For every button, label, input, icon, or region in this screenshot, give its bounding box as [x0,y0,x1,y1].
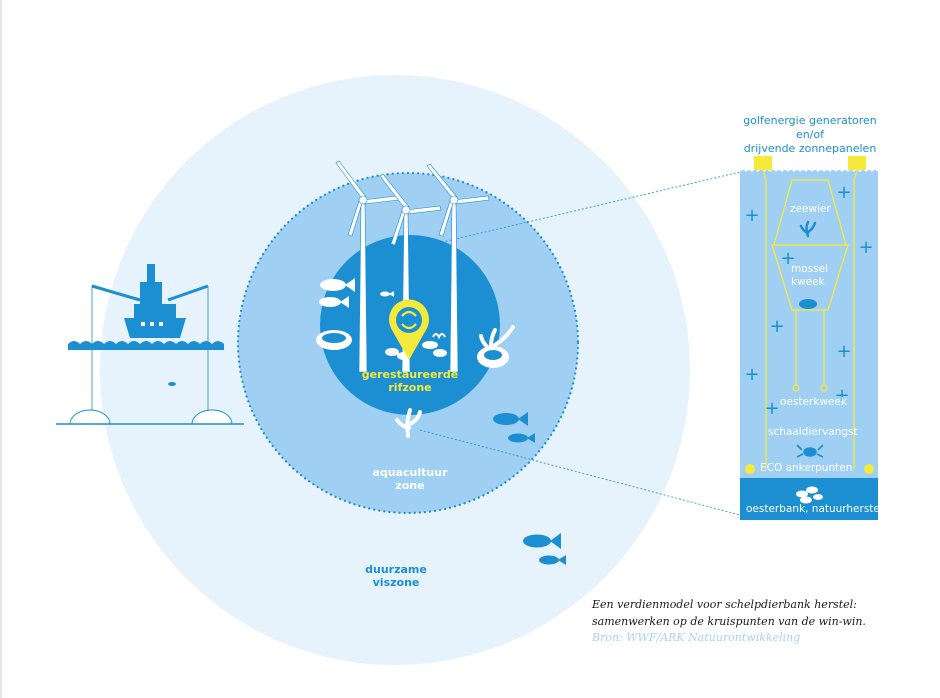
oyster-farm-label: oesterkweek [780,396,847,408]
svg-text:+: + [858,237,873,258]
fish-icon [493,412,528,426]
aquaculture-zone-dotted-border [236,171,580,515]
svg-text:+: + [834,385,849,406]
fishing-zone-label-line1: duurzame [365,563,427,576]
connector-line-bottom [419,429,741,516]
oyster-bank-label: oesterbank, natuurherstel [746,503,883,515]
mussel-icon [799,299,817,309]
svg-text:+: + [744,364,759,385]
oyster-cluster-icon [385,333,447,360]
panel-title: golfenergie generatoren en/of drijvende … [740,114,880,155]
caption-line2: samenwerken op de kruispunten van de win… [592,614,866,628]
coral-icon [395,408,422,438]
reef-zone-label: gerestaureerde rifzone [360,368,460,394]
aquaculture-detail-panel: + + + + + + + + + [740,156,878,520]
mussel-label-line2: kweek [791,275,825,288]
seaweed-label: zeewier [790,203,831,215]
aquaculture-zone-label-line2: zone [395,479,425,493]
seaweed-icon [799,220,817,238]
fish-icon [539,555,566,565]
panel-title-line2: en/of [795,127,825,141]
svg-text:+: + [764,398,779,419]
ship-icon [56,264,244,425]
mussel-icon [316,330,352,350]
mussel-label: mossel kweek [791,263,828,288]
location-pin-icon [389,299,429,360]
caption: Een verdienmodel voor schelpdierbank her… [592,597,866,647]
svg-text:+: + [836,341,851,362]
panel-title-line1: golfenergie generatoren [743,114,877,127]
crab-icon [796,444,824,458]
fish-icon [319,296,349,308]
mussel-icon [477,346,509,368]
connector-line-top [429,171,741,246]
fishing-zone-label: duurzame viszone [346,563,446,589]
eco-anchor-label: ECO ankerpunten [760,462,853,474]
fishing-zone-label-line2: viszone [372,576,420,590]
aquaculture-zone-label-line1: aquacultuur [372,466,448,479]
svg-text:+: + [744,205,759,226]
reef-zone-label-line1: gerestaureerde [361,368,459,381]
wind-turbine-icon [426,163,490,373]
fish-icon [508,433,535,443]
oyster-cluster-icon [796,486,823,504]
fish-icon [523,533,561,549]
caption-line1: Een verdienmodel voor schelpdierbank her… [592,598,857,611]
svg-text:+: + [769,316,784,337]
reef-zone-label-line2: rifzone [388,381,432,395]
caption-source: Bron: WWF/ARK Natuurontwikkeling [592,631,801,644]
svg-text:+: + [780,248,795,269]
panel-title-line3: drijvende zonnepanelen [743,141,877,155]
aquaculture-zone-label: aquacultuur zone [360,466,460,492]
svg-text:+: + [836,182,851,203]
crab-fishing-label: schaaldiervangst [768,426,858,438]
mussel-label-line1: mossel [791,263,828,275]
fish-icon [380,291,394,297]
fish-icon [320,278,355,292]
